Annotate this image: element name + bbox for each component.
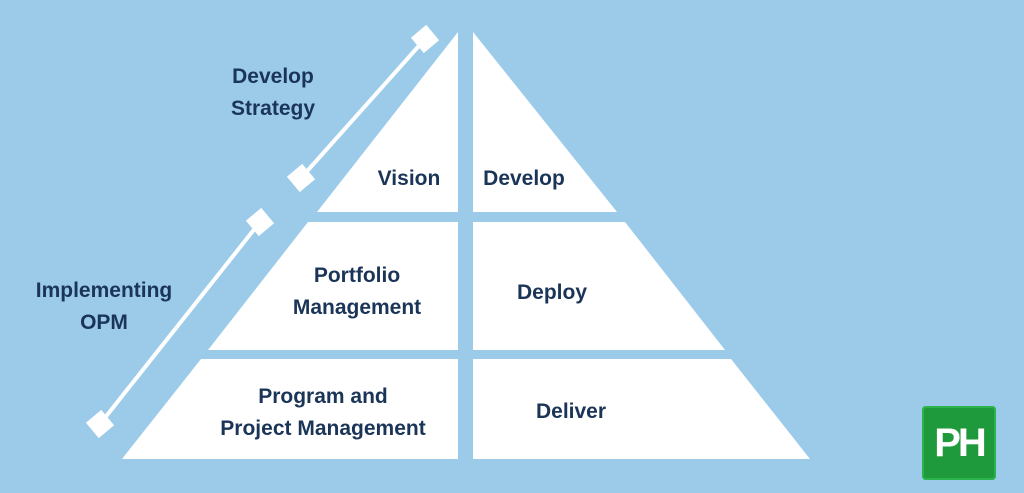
implementing-opm-label: Implementing OPM [36, 275, 173, 339]
pyramid-left-middle-tier [208, 222, 458, 350]
implementing-opm-line-2: OPM [80, 311, 128, 334]
pyramid-right-middle-tier [473, 222, 725, 350]
deploy-text: Deploy [516, 281, 588, 304]
pyramid-right-top-tier [473, 32, 617, 212]
develop-text: Develop [483, 167, 565, 190]
pyramid-left-top-tier [317, 32, 458, 212]
deliver-label: Deliver [536, 396, 606, 428]
pyramid-left-bottom-tier [122, 359, 458, 459]
vision-label: Vision [378, 163, 441, 195]
develop-strategy-line-1: Develop [232, 65, 314, 88]
develop-strategy-label: Develop Strategy [231, 61, 315, 125]
vision-text: Vision [377, 167, 441, 190]
deliver-text: Deliver [535, 400, 607, 423]
develop-label: Develop [483, 163, 565, 195]
program-project-management-line-2: Project Management [220, 417, 426, 440]
implementing-opm-line-1: Implementing [35, 279, 173, 302]
portfolio-management-label: Portfolio Management [293, 260, 421, 324]
deploy-label: Deploy [517, 277, 587, 309]
develop-strategy-bracket [286, 24, 440, 193]
pyramid-right-bottom-tier [473, 359, 810, 459]
ph-logo: PH [922, 406, 996, 480]
implementing-opm-bracket [85, 207, 275, 439]
portfolio-management-line-2: Management [292, 296, 422, 319]
program-project-management-label: Program and Project Management [220, 381, 425, 445]
program-project-management-line-1: Program and [258, 385, 388, 408]
portfolio-management-line-1: Portfolio [313, 264, 401, 287]
develop-strategy-line-2: Strategy [230, 97, 316, 120]
